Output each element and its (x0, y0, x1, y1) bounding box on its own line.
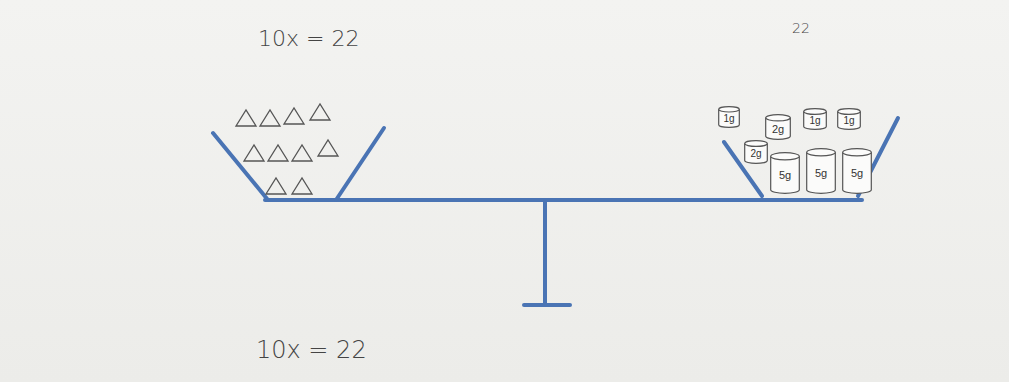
cylinder-body (843, 152, 872, 193)
cylinder-top (838, 109, 861, 115)
weight-label: 1g (809, 116, 820, 126)
handwritten-equation: 10x = 22 (256, 336, 367, 364)
weight-label: 5g (815, 168, 827, 179)
weight-cylinder: 5g (842, 148, 872, 194)
triangle (260, 110, 280, 126)
cylinder-body (807, 152, 836, 193)
weight-label: 2g (750, 149, 761, 159)
weight-cylinder: 2g (744, 140, 768, 164)
triangle (310, 104, 330, 120)
weight-cylinder: 1g (803, 108, 827, 130)
weight-label: 1g (843, 116, 854, 126)
cylinder-top (804, 109, 827, 115)
weight-label: 1g (723, 114, 734, 124)
scale-frame (213, 118, 898, 305)
weight-cylinder: 5g (770, 152, 800, 194)
handwritten-equation: 22 (792, 20, 810, 36)
cylinder-top (766, 115, 791, 121)
triangle (244, 145, 264, 161)
pan-arm (213, 133, 268, 200)
cylinder-top (745, 141, 768, 147)
triangle-group (236, 104, 338, 194)
weight-cylinder: 1g (837, 108, 861, 130)
triangle (236, 110, 256, 126)
triangle (284, 108, 304, 124)
cylinder-top (843, 149, 872, 156)
cylinder-top (807, 149, 836, 156)
pan-arm (724, 142, 762, 196)
triangle (268, 145, 288, 161)
weight-label: 5g (779, 170, 791, 181)
cylinder-top (719, 107, 740, 112)
triangle (292, 145, 312, 161)
weight-label: 5g (851, 168, 863, 179)
cylinder-body (771, 156, 800, 193)
weight-label: 2g (772, 124, 784, 135)
triangle (318, 140, 338, 156)
weight-cylinder: 2g (765, 114, 791, 140)
triangle (292, 178, 312, 194)
weight-cylinder: 1g (718, 106, 740, 128)
cylinder-top (771, 153, 800, 160)
weight-cylinder: 5g (806, 148, 836, 194)
triangle (266, 178, 286, 194)
pan-arm (336, 128, 384, 200)
stand-base (524, 303, 570, 307)
handwritten-equation: 10x = 22 (258, 26, 359, 51)
stand-post (543, 202, 547, 305)
beam (265, 198, 862, 202)
